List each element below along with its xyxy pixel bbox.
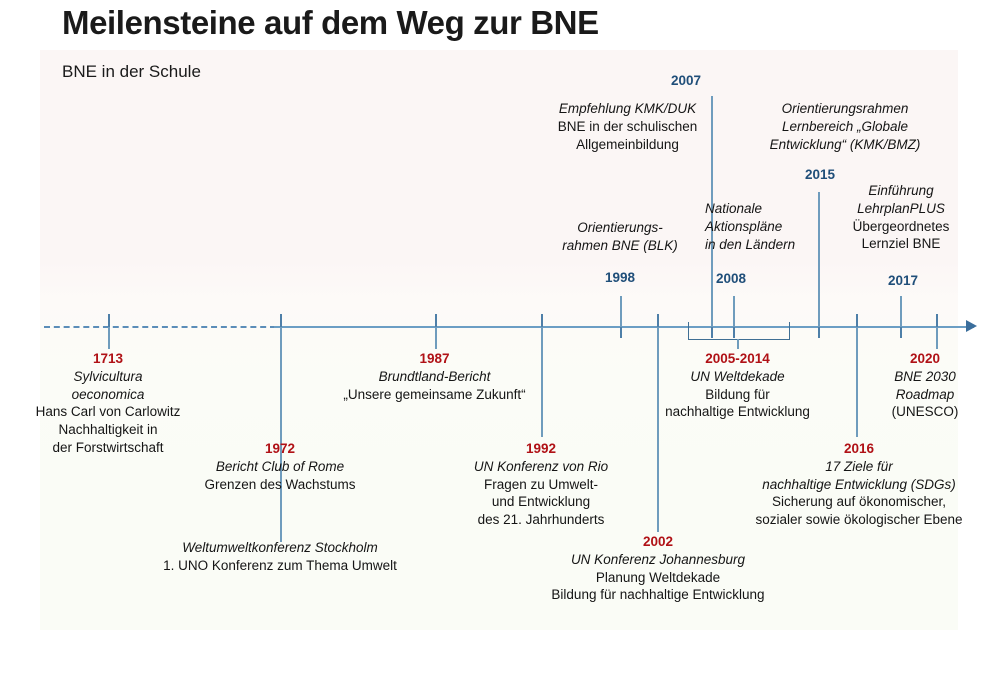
event-line: Hans Carl von Carlowitz [35,404,181,420]
tick-1972 [280,314,282,338]
event-line: Empfehlung KMK/DUK [558,101,697,116]
event-line: des 21. Jahrhunderts [477,512,605,528]
event-line: Bildung für nachhaltige Entwicklung [551,587,765,603]
event-2015: Orientierungsrahmen Lernbereich „Globale… [745,100,945,182]
event-line: oeconomica [71,386,145,402]
event-1987: 1987 Brundtland-Bericht „Unsere gemeinsa… [332,350,537,403]
event-line: Grenzen des Wachstums [204,476,356,492]
connector-1972-down [280,327,282,437]
event-line: UN Konferenz von Rio [473,458,609,474]
connector-2020-down [936,327,938,349]
event-1998: Orientierungs- rahmen BNE (BLK) 1998 [540,219,700,285]
event-year-2008: 2008 [716,271,747,286]
event-2017: Einführung LehrplanPLUS Übergeordnetes L… [832,182,970,288]
event-line: Orientierungsrahmen [781,101,909,116]
tick-2020 [936,314,938,338]
event-line: Fragen zu Umwelt- [483,476,599,492]
tick-1987 [435,314,437,338]
event-line: Sicherung auf ökonomischer, [771,494,947,510]
event-line: Einführung [868,183,934,198]
event-line: Übergeordnetes [852,218,950,234]
event-year-2015: 2015 [805,167,836,182]
timeline-axis-solid [274,326,974,328]
event-year-2016: 2016 [843,441,875,456]
page-title: Meilensteine auf dem Weg zur BNE [62,4,599,41]
event-line: Sylvicultura [73,368,143,384]
event-line: 1. UNO Konferenz zum Thema Umwelt [163,557,397,573]
connector-1992-down [541,327,543,437]
event-line: (UNESCO) [891,404,959,420]
event-2020: 2020 BNE 2030 Roadmap (UNESCO) [870,350,980,421]
event-line: rahmen BNE (BLK) [562,237,678,253]
connector-1972b-down [280,437,282,542]
event-line: nachhaltige Entwicklung (SDGs) [762,476,956,492]
event-year-1972: 1972 [264,441,296,456]
event-line: Roadmap [895,386,955,402]
connector-1713-down [108,327,110,349]
event-line: Orientierungs- [577,220,663,235]
event-stockholm: Weltumweltkonferenz Stockholm 1. UNO Kon… [135,539,425,575]
tick-2002 [657,314,659,338]
event-line: und Entwicklung [491,494,591,510]
timeline-panel [40,50,958,630]
event-line: Nachhaltigkeit in [58,422,158,438]
event-year-1998: 1998 [605,270,636,285]
event-year-2020: 2020 [909,351,941,366]
tick-2016 [856,314,858,338]
event-1972: 1972 Bericht Club of Rome Grenzen des Wa… [190,440,370,493]
decade-span-bracket-2005-2014 [688,322,790,340]
event-line: BNE 2030 [894,368,956,384]
connector-2005-down [737,339,739,349]
event-line: LehrplanPLUS [857,200,945,216]
event-1713: 1713 Sylvicultura oeconomica Hans Carl v… [20,350,196,457]
event-line: Brundtland-Bericht [378,368,491,384]
event-year-1713: 1713 [92,351,124,366]
event-2002: 2002 UN Konferenz Johannesburg Planung W… [527,533,789,604]
event-line: Lernziel BNE [861,236,941,252]
tick-1713 [108,314,110,338]
event-year-2017: 2017 [888,273,919,288]
event-2005-2014: 2005-2014 UN Weltdekade Bildung für nach… [650,350,825,421]
event-line: 17 Ziele für [825,458,893,474]
event-line: Lernbereich „Globale [781,118,909,134]
event-year-2007: 2007 [671,73,702,88]
event-line: nachhaltige Entwicklung [665,404,810,420]
event-line: Aktionspläne [705,218,783,234]
event-line: Weltumweltkonferenz Stockholm [182,540,378,555]
event-year-1992: 1992 [525,441,557,456]
event-2008: Nationale Aktionspläne in den Ländern 20… [705,200,815,286]
event-line: Entwicklung“ (KMK/BMZ) [769,136,921,152]
tick-1992 [541,314,543,338]
event-line: in den Ländern [705,236,796,252]
connector-2015 [818,192,820,327]
event-1992: 1992 UN Konferenz von Rio Fragen zu Umwe… [452,440,630,529]
event-year-2005-2014: 2005-2014 [705,351,770,366]
event-line: BNE in der schulischen [557,118,698,134]
connector-2002-down [657,327,659,532]
timeline-axis-dashed [44,326,276,328]
event-line: Allgemeinbildung [576,136,679,152]
event-2007: 2007 Empfehlung KMK/DUK BNE in der schul… [545,72,710,153]
connector-2016-down [856,327,858,437]
event-line: Planung Weltdekade [595,569,721,585]
connector-1998 [620,296,622,327]
event-line: Bericht Club of Rome [215,458,345,474]
event-year-1987: 1987 [419,351,450,366]
event-line: UN Weltdekade [690,368,785,384]
connector-2007 [711,96,713,327]
event-2016: 2016 17 Ziele für nachhaltige Entwicklun… [735,440,983,529]
event-line: der Forstwirtschaft [52,440,164,456]
event-line: „Unsere gemeinsame Zukunft“ [343,386,526,402]
event-line: Nationale [705,201,763,216]
timeline-arrow-icon [966,320,977,332]
connector-2017 [900,296,902,327]
connector-2008 [733,296,735,327]
event-line: Bildung für [705,386,770,402]
connector-1987-down [435,327,437,349]
subtitle-label: BNE in der Schule [62,62,201,81]
event-line: sozialer sowie ökologischer Ebene [755,512,963,528]
event-year-2002: 2002 [642,534,674,549]
event-line: UN Konferenz Johannesburg [570,551,746,567]
